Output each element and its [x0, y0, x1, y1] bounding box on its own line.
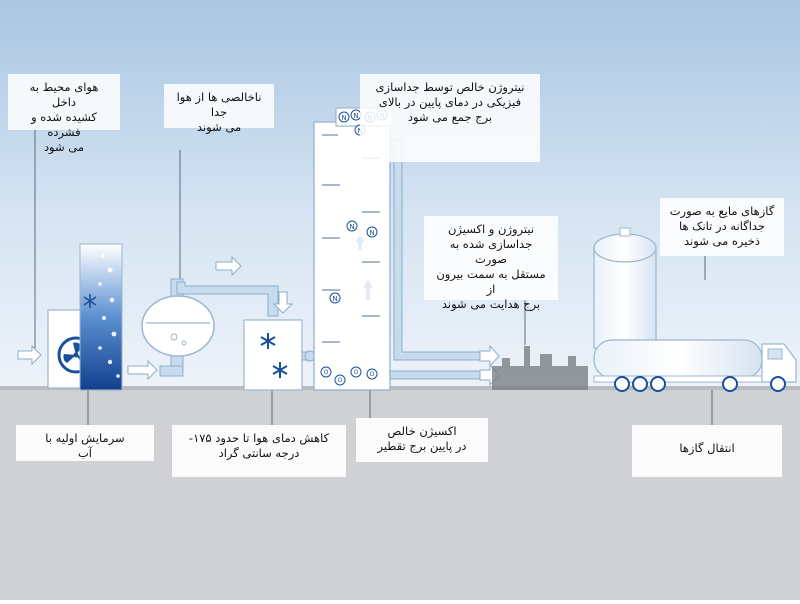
water-cooling-tower: [79, 243, 123, 391]
nitrogen-out-arrow: [479, 344, 500, 368]
svg-text:O: O: [354, 369, 359, 376]
svg-text:O: O: [338, 377, 343, 384]
cryogenic-cooler: [243, 319, 303, 391]
leader-lines: [34, 120, 713, 425]
storage-tank: [593, 227, 657, 372]
label-cooling-175: کاهش دمای هوا تا حدود ۱۷۵- درجه سانتی گر…: [172, 425, 346, 477]
svg-text:N: N: [369, 229, 374, 237]
svg-text:N: N: [349, 223, 354, 231]
snowflake-icon: [83, 294, 97, 308]
snowflake-icon: [272, 362, 288, 378]
oxygen-output-pipe: [389, 370, 481, 380]
label-air-intake: هوای محیط به داخل کشیده شده و فشرده می ش…: [8, 74, 120, 154]
svg-text:N: N: [353, 112, 358, 120]
factory-silhouette: [492, 346, 588, 390]
flow-arrow-2: [215, 255, 242, 277]
impurity-separator: [141, 278, 215, 377]
label-water-cooling: سرمایش اولیه با آب: [16, 425, 154, 461]
svg-text:O: O: [324, 369, 329, 376]
label-oxygen-bottom: اکسیژن خالص در پایین برج تقطیر: [356, 418, 488, 462]
pipe-separator-to-exchanger: [176, 281, 279, 317]
flow-arrow-1: [127, 359, 158, 381]
svg-text:N: N: [332, 295, 337, 303]
label-separated-output: نیتروژن و اکسیژن جداسازی شده به صورت مست…: [424, 216, 558, 311]
label-tank-storage: گازهای مایع به صورت جداگانه در تانک ها ذ…: [660, 198, 784, 256]
label-impurity-removal: ناخالصی ها از هوا جدا می شوند: [164, 84, 274, 134]
flow-arrow-down: [272, 291, 294, 314]
oxygen-molecule-icon: O O O O: [320, 366, 378, 386]
tanker-truck: [593, 339, 797, 392]
snowflake-icon: [260, 333, 276, 349]
ground-edge: [0, 386, 800, 390]
label-gas-transport: انتقال گازها: [632, 425, 782, 477]
label-nitrogen-top: نیتروژن خالص توسط جداسازی فیزیکی در دمای…: [360, 74, 540, 162]
svg-text:O: O: [370, 371, 375, 378]
intake-arrow: [17, 344, 42, 366]
svg-text:N: N: [341, 114, 346, 122]
